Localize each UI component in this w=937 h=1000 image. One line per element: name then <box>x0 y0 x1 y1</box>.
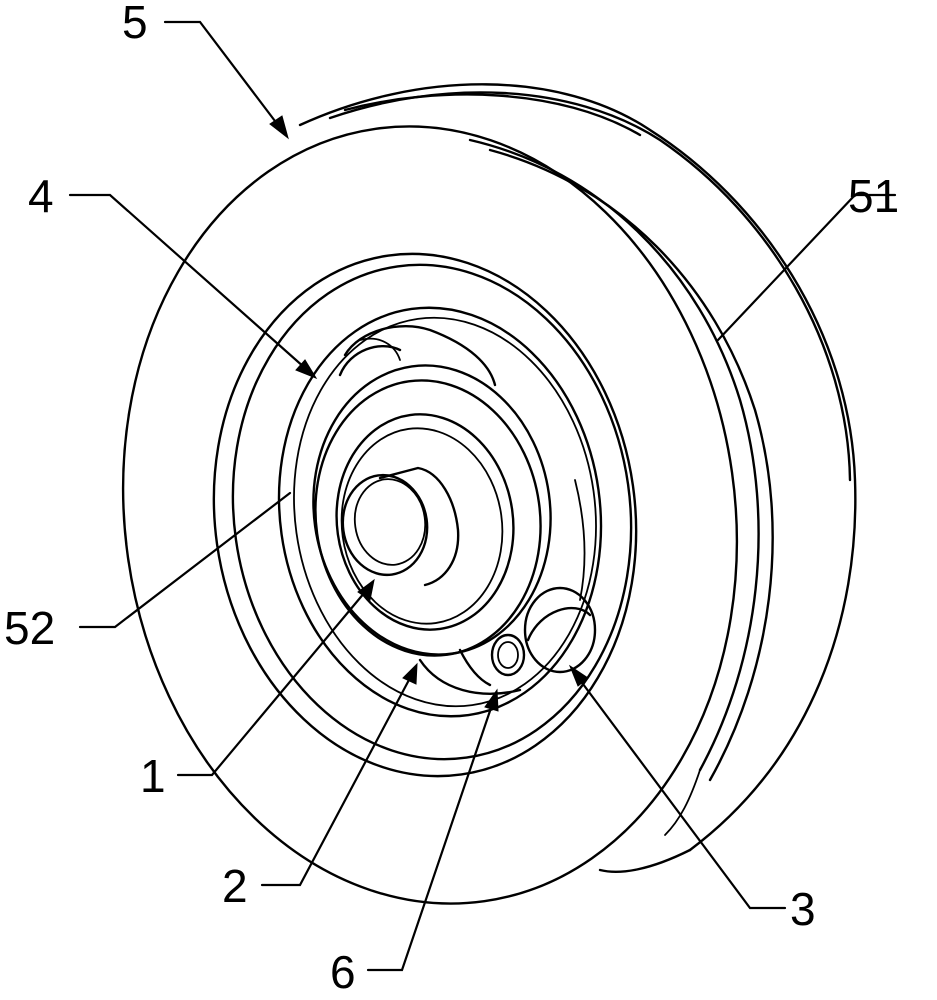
leader-3 <box>580 680 785 908</box>
label-51: 51 <box>848 170 899 222</box>
groove-51 <box>470 140 773 835</box>
label-2: 2 <box>222 860 248 912</box>
leader-4 <box>70 195 305 368</box>
label-1: 1 <box>140 750 166 802</box>
label-52: 52 <box>4 602 55 654</box>
label-5: 5 <box>122 0 148 48</box>
leader-2 <box>262 678 410 885</box>
leader-5 <box>165 22 278 125</box>
leader-52 <box>80 493 290 627</box>
hub-2 <box>295 350 569 670</box>
ball-6 <box>492 635 524 675</box>
labels: 5 4 51 52 1 2 3 6 <box>4 0 899 998</box>
leader-6 <box>368 705 492 970</box>
label-3: 3 <box>790 883 816 935</box>
label-4: 4 <box>28 170 54 222</box>
label-6: 6 <box>330 946 356 998</box>
shaft-1 <box>336 468 458 585</box>
